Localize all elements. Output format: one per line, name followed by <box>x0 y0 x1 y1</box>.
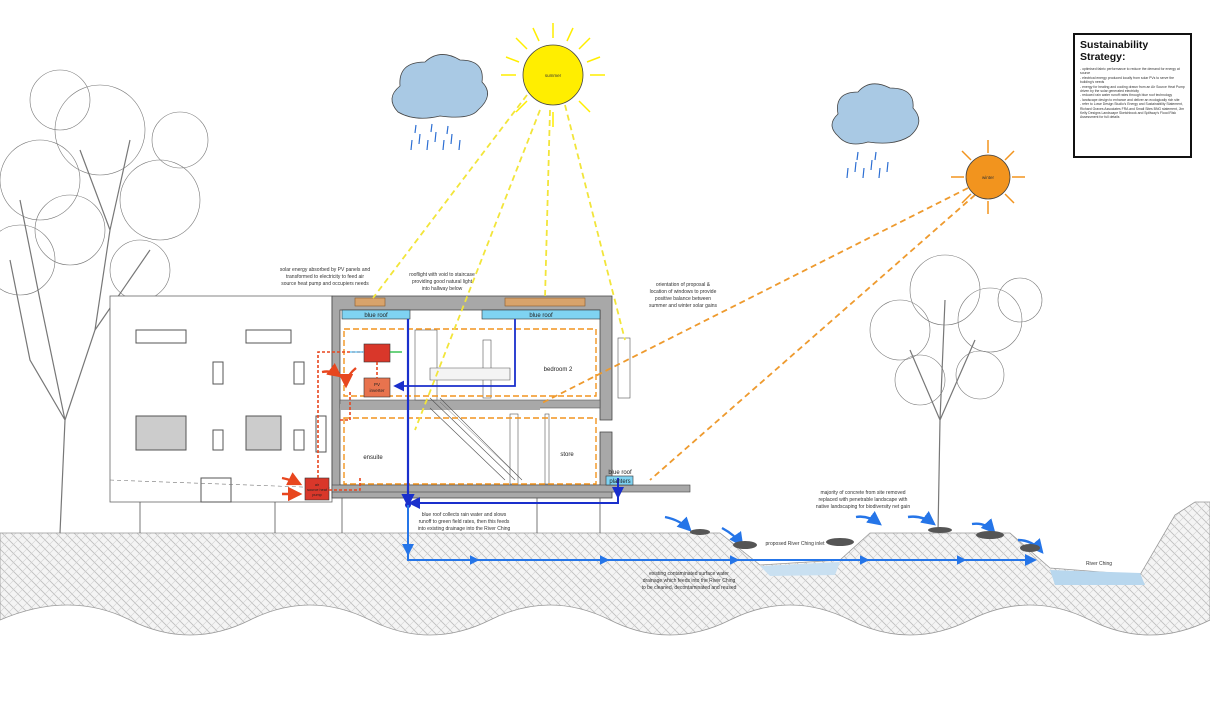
svg-text:positive balance between: positive balance between <box>655 296 711 302</box>
note-blue-roof: blue roof collects rain water and slows … <box>418 512 511 532</box>
svg-text:rooflight with void to stairca: rooflight with void to staircase <box>409 272 475 278</box>
svg-text:solar energy absorbed by PV pa: solar energy absorbed by PV panels and <box>280 267 371 273</box>
staircase <box>429 367 523 481</box>
svg-text:location of windows to provide: location of windows to provide <box>650 289 717 295</box>
planters-label: planters <box>609 479 630 485</box>
bedroom-label: bedroom 2 <box>544 367 573 373</box>
river-ching-water <box>1050 570 1145 585</box>
summer-rays <box>372 94 626 431</box>
summer-sun-icon <box>501 23 605 127</box>
summer-label: summer <box>545 73 562 78</box>
ashp-label-1: air <box>315 483 320 487</box>
strategy-item: - landscape design to enhance and delive… <box>1080 97 1180 102</box>
tree-left <box>0 69 209 534</box>
svg-text:orientation of proposal &: orientation of proposal & <box>656 282 711 288</box>
ashp-label-2: source heat <box>307 488 328 492</box>
strategy-item: - refer to Lowe Design Studio's Energy a… <box>1080 102 1185 120</box>
svg-text:into existing drainage into th: into existing drainage into the River Ch… <box>418 526 511 532</box>
note-rooflight: rooflight with void to staircase providi… <box>409 272 475 292</box>
svg-text:runoff to green field rates, t: runoff to green field rates, then this f… <box>419 519 510 525</box>
note-existing-drainage: existing contaminated surface water drai… <box>642 571 737 591</box>
winter-rays <box>539 187 976 481</box>
svg-text:summer and winter solar gains: summer and winter solar gains <box>649 303 718 309</box>
note-orientation: orientation of proposal & location of wi… <box>649 282 718 309</box>
heating-system <box>281 343 402 502</box>
surface-runoff-arrows <box>664 511 1044 554</box>
winter-sun-icon <box>951 140 1025 214</box>
blue-roof-label-right: blue roof <box>529 313 553 319</box>
side-elevation <box>109 295 333 503</box>
thermal-envelope <box>343 328 597 485</box>
store-label: store <box>560 452 574 458</box>
planter-box <box>605 475 634 486</box>
inverter-label: inverter <box>369 388 385 393</box>
svg-text:into hallway below: into hallway below <box>422 286 463 292</box>
blue-roof-label-left: blue roof <box>364 313 388 319</box>
landscape-planting <box>690 527 1040 552</box>
strategy-item: - energy for heating and cooling drawn f… <box>1080 84 1185 94</box>
hot-water-cylinder <box>363 343 391 363</box>
rainwater-drainage <box>393 319 1037 566</box>
pv-label: PV <box>374 382 380 387</box>
river-inlet-water <box>760 562 840 576</box>
ensuite-label: ensuite <box>363 455 383 461</box>
ashp-label-3: pump <box>312 493 322 497</box>
pv-panel-left <box>354 297 386 307</box>
river-ching-label: River Ching <box>1086 561 1112 567</box>
svg-text:blue roof collects rain water: blue roof collects rain water and slows <box>422 512 507 518</box>
air-source-heat-pump <box>304 477 330 501</box>
sustainability-strategy-panel: Sustainability Strategy: - optimised fab… <box>1073 33 1192 158</box>
blue-roof-left <box>341 309 411 320</box>
svg-text:source heat pump and occupiers: source heat pump and occupiers needs <box>281 281 369 287</box>
svg-text:replaced with penetrable lands: replaced with penetrable landscape with <box>819 497 908 503</box>
svg-text:existing contaminated surface: existing contaminated surface water <box>649 571 729 577</box>
svg-text:native landscaping for biodive: native landscaping for biodiversity net … <box>816 504 910 510</box>
svg-text:drainage which feeds into the: drainage which feeds into the River Chin… <box>643 578 736 584</box>
ground-section <box>0 501 1210 636</box>
tree-right <box>869 254 1043 534</box>
blue-roof-label-planter: blue roof <box>608 470 632 476</box>
strategy-title: Sustainability Strategy: <box>1080 39 1149 63</box>
cloud-left-icon <box>391 54 488 151</box>
svg-text:transformed to electricity to: transformed to electricity to feed air <box>286 274 364 280</box>
winter-label: winter <box>982 175 995 180</box>
svg-text:majority of concrete from site: majority of concrete from site removed <box>820 490 905 496</box>
cloud-right-icon <box>831 83 920 179</box>
blue-roof-right <box>481 309 601 320</box>
strategy-item: - reduced rain water runoff rates throug… <box>1080 93 1173 98</box>
svg-text:to be cleaned, decontaminated: to be cleaned, decontaminated and reused <box>642 585 737 591</box>
river-inlet-label: proposed River Ching inlet <box>766 541 826 547</box>
svg-text:providing good natural light: providing good natural light <box>412 279 473 285</box>
note-concrete: majority of concrete from site removed r… <box>816 490 910 510</box>
strategy-item: - optimised fabric performance to reduce… <box>1080 67 1180 76</box>
strategy-item: - electrical energy produced locally fro… <box>1080 75 1175 85</box>
note-solar: solar energy absorbed by PV panels and t… <box>280 267 371 287</box>
house-section <box>109 295 691 533</box>
pv-panel-right <box>504 297 586 307</box>
